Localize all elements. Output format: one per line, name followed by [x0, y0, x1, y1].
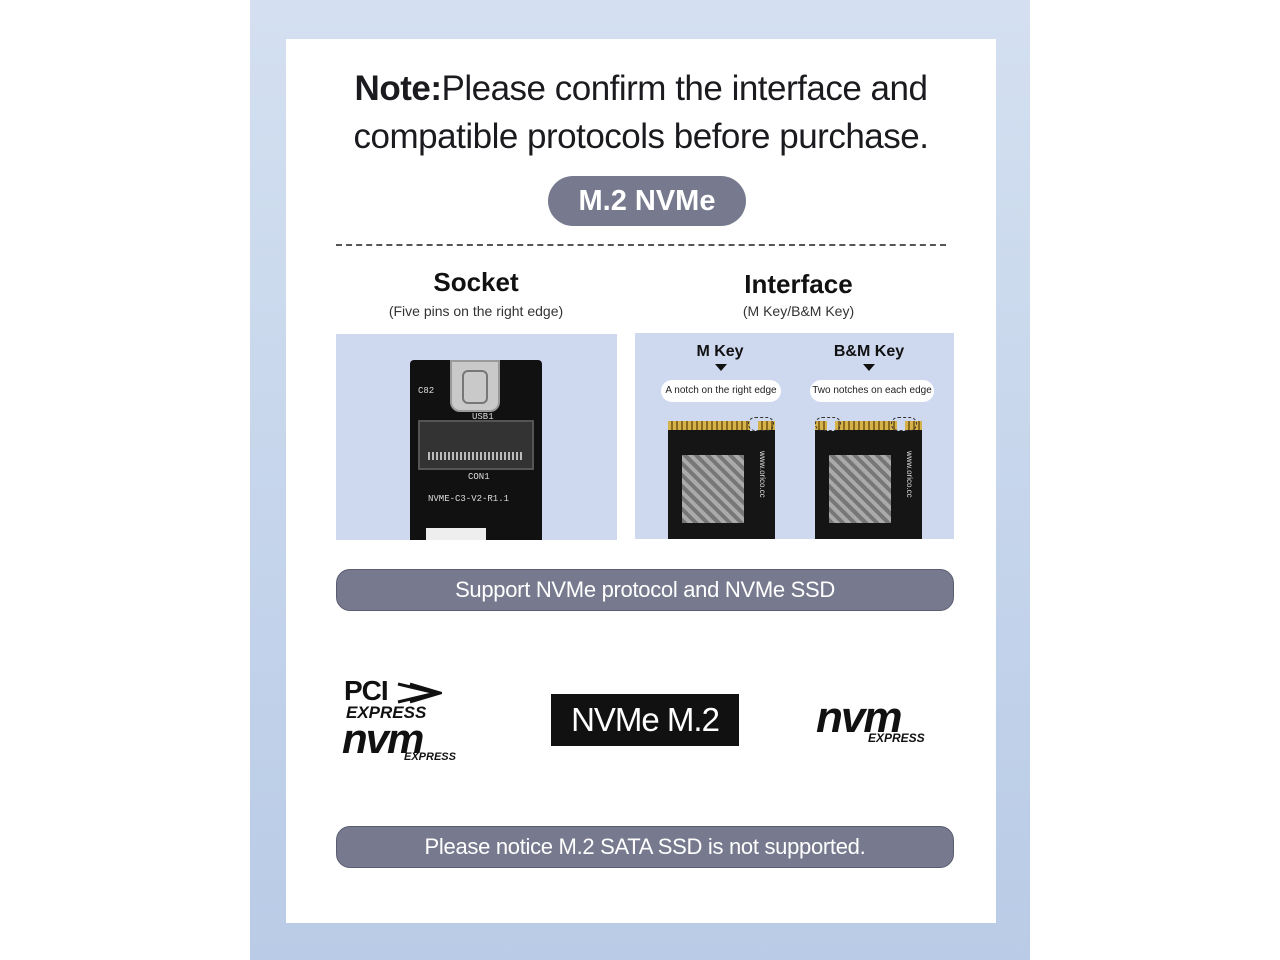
- nvme-m2-logo: NVMe M.2: [551, 694, 739, 746]
- note-text-line1: Please confirm the interface and: [441, 69, 928, 108]
- pci-nvm-text: nvm: [342, 715, 424, 762]
- pci-express-text: EXPRESS: [346, 703, 427, 722]
- silk-con1: CON1: [468, 472, 490, 482]
- pci-text: PCI: [344, 675, 389, 706]
- note-heading: Note:Please confirm the interface and co…: [286, 65, 996, 161]
- interface-subtitle: (M Key/B&M Key): [742, 303, 855, 319]
- socket-image-panel: USB1 C82 CON1 NVME-C3-V2-R1.1: [336, 334, 617, 540]
- note-label: Note:: [354, 69, 442, 108]
- enclosure-board: USB1 C82 CON1 NVME-C3-V2-R1.1: [410, 360, 542, 540]
- dashed-divider: [336, 244, 946, 246]
- ssd-chip: [829, 455, 891, 523]
- bm-key-ssd: www.orico.cc: [815, 417, 922, 539]
- interface-title: Interface: [744, 269, 853, 299]
- m-key-label: M Key: [696, 343, 744, 360]
- m-key-brand: www.orico.cc: [758, 451, 767, 498]
- socket-title: Socket: [433, 267, 519, 297]
- nvm-text: nvm: [816, 693, 902, 742]
- pci-arrow-icon: [397, 682, 442, 704]
- bm-key-note: Two notches on each edge: [810, 380, 934, 402]
- nvm-express-text: EXPRESS: [868, 731, 925, 745]
- m-key-arrow-icon: [715, 364, 727, 371]
- note-text-line2: compatible protocols before purchase.: [353, 117, 929, 156]
- m-key-ssd: www.orico.cc: [668, 417, 775, 539]
- m-key-note: A notch on the right edge: [661, 380, 781, 402]
- notice-banner: Please notice M.2 SATA SSD is not suppor…: [336, 826, 954, 868]
- bm-key-brand: www.orico.cc: [905, 451, 914, 498]
- usb-c-port: [450, 360, 500, 412]
- support-banner: Support NVMe protocol and NVMe SSD: [336, 569, 954, 611]
- silk-usb1: USB1: [472, 412, 494, 422]
- bm-key-arrow-icon: [863, 364, 875, 371]
- socket-subtitle: (Five pins on the right edge): [388, 303, 564, 319]
- board-sticker: [426, 528, 486, 540]
- interface-image-panel: M Key A notch on the right edge B&M Key …: [635, 333, 954, 539]
- info-card: Note:Please confirm the interface and co…: [286, 39, 996, 923]
- silk-model: NVME-C3-V2-R1.1: [428, 494, 510, 504]
- ssd-chip: [682, 455, 744, 523]
- bm-key-label: B&M Key: [833, 343, 905, 360]
- m2-socket: [418, 420, 534, 470]
- m2-nvme-badge: M.2 NVMe: [548, 176, 746, 226]
- silk-c82: C82: [418, 386, 435, 396]
- pci-nvm-express-text: EXPRESS: [404, 751, 456, 763]
